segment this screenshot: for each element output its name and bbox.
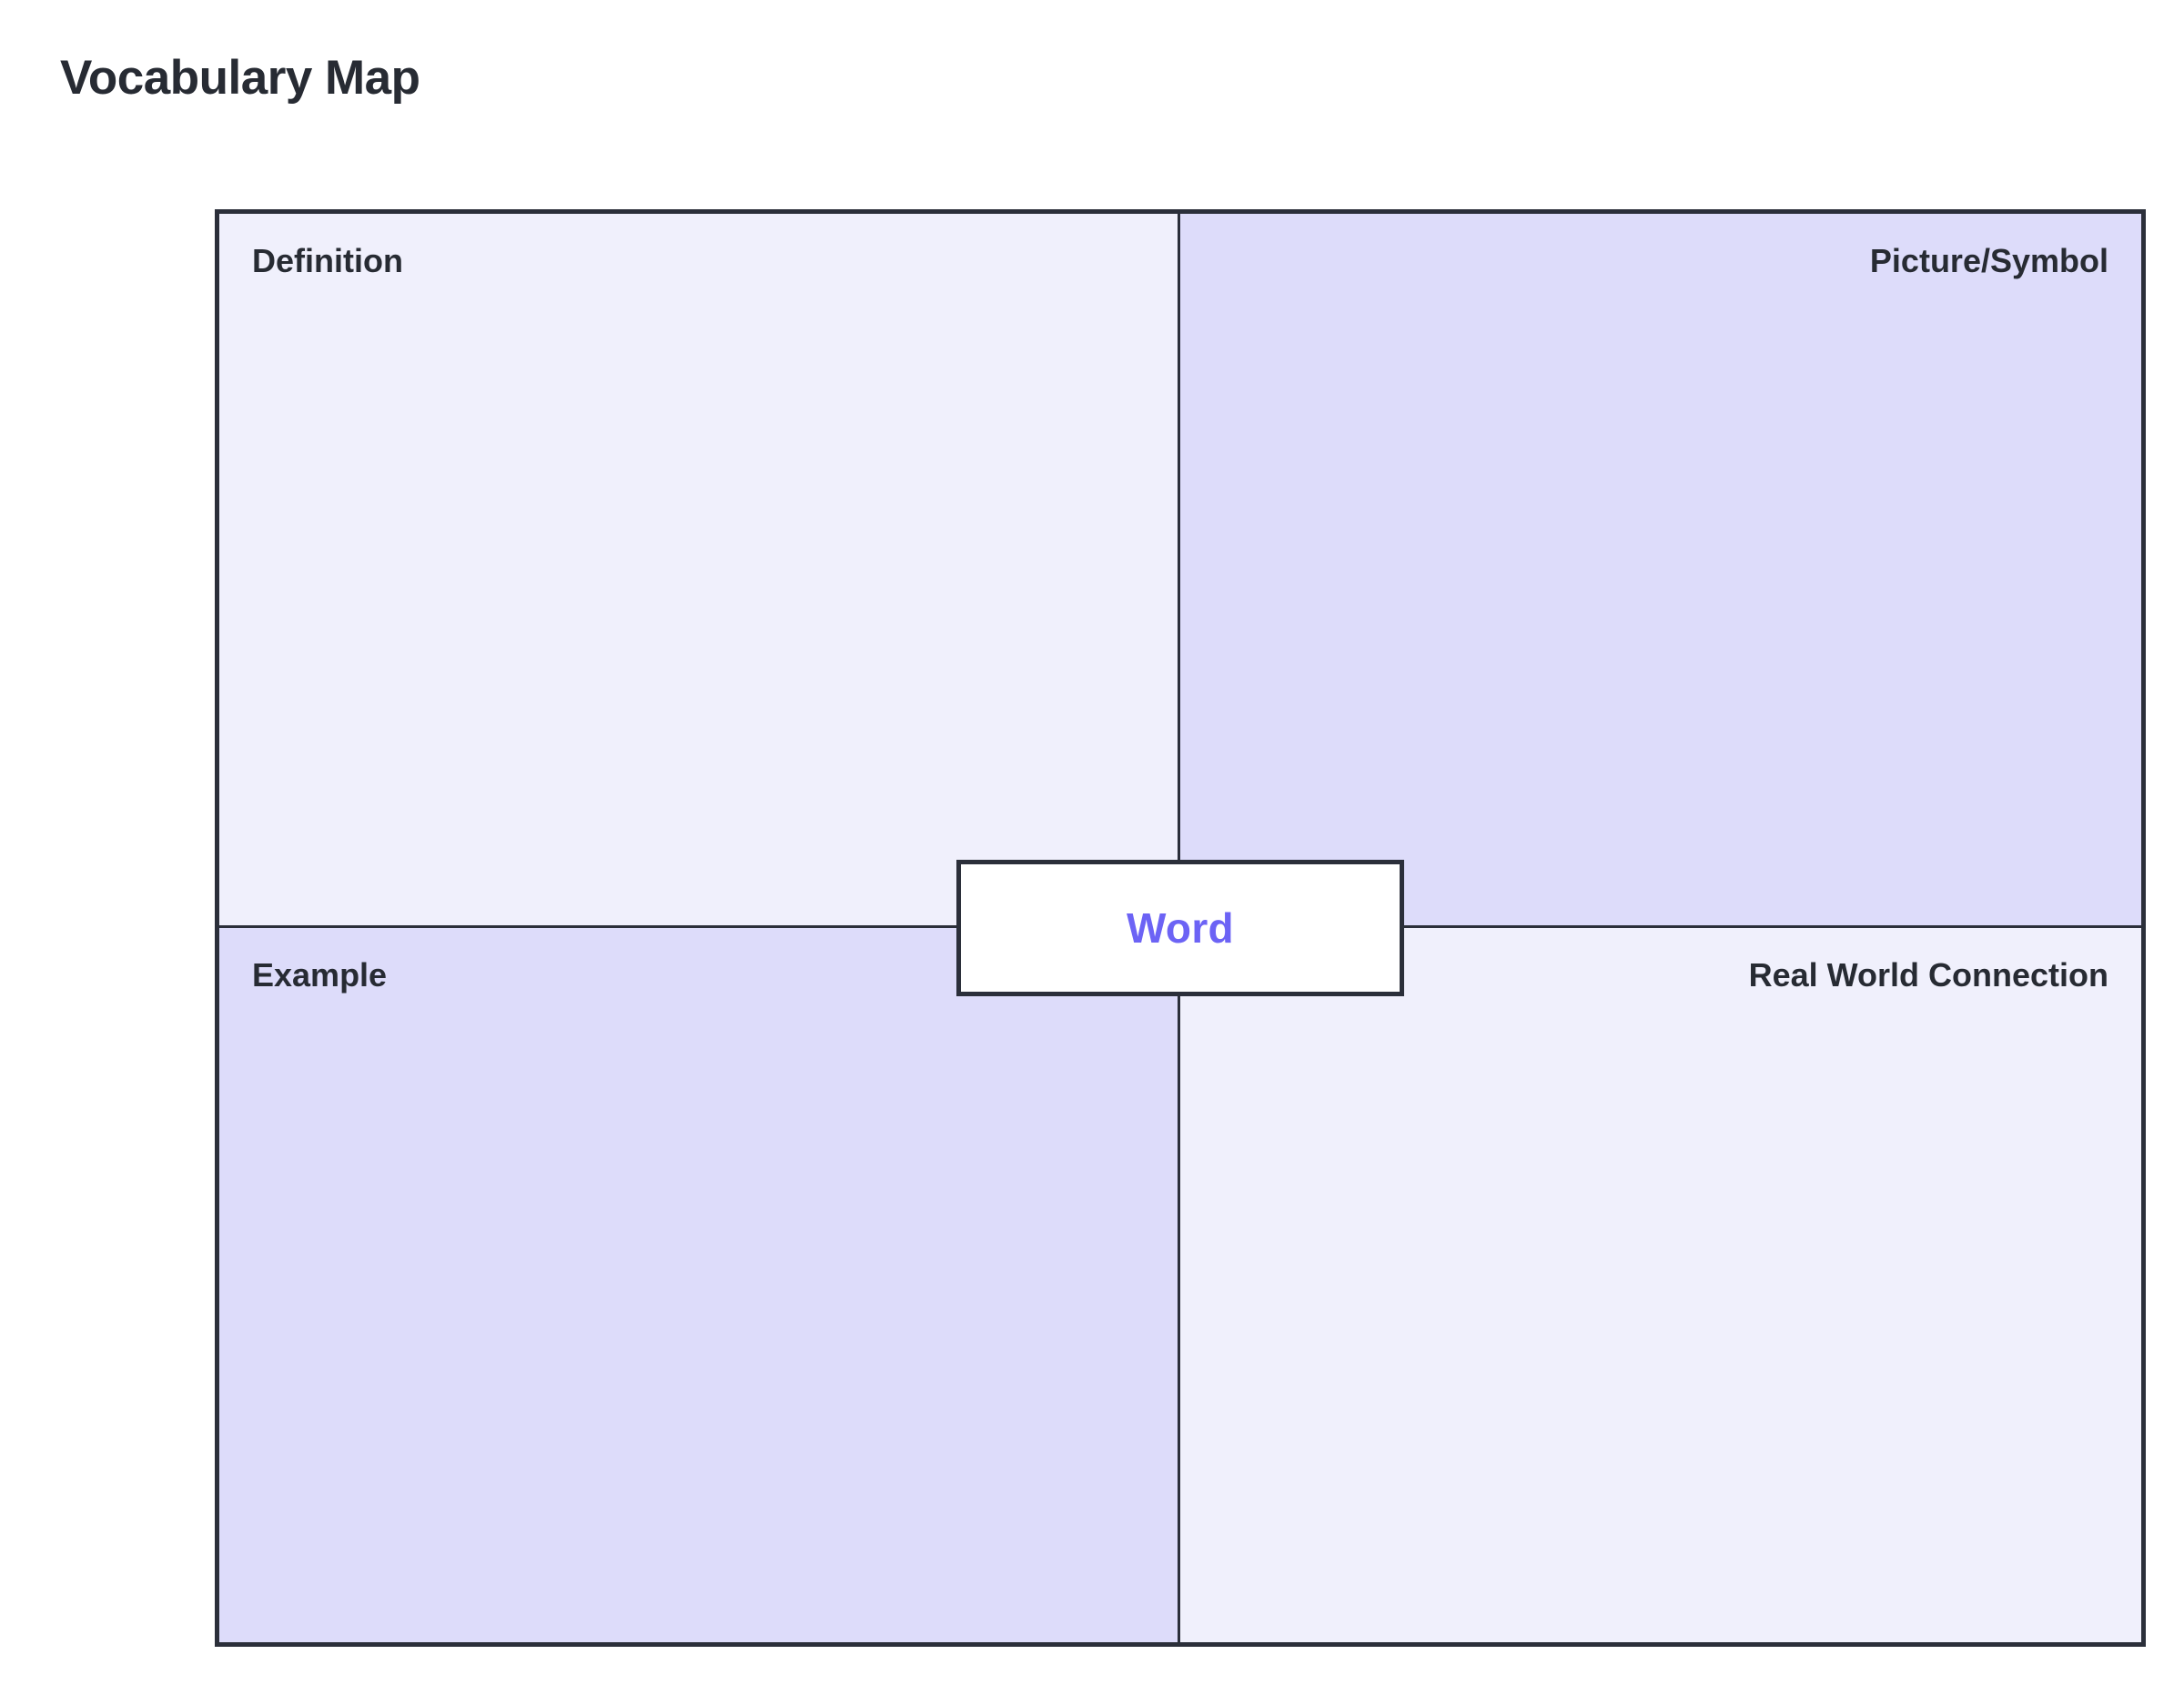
quadrant-example[interactable]: Example xyxy=(219,928,1180,1642)
page-title: Vocabulary Map xyxy=(60,51,420,105)
quadrant-label-definition: Definition xyxy=(252,242,403,279)
center-word-box[interactable]: Word xyxy=(956,860,1404,996)
quadrant-label-example: Example xyxy=(252,956,388,994)
quadrant-real-world-connection[interactable]: Real World Connection xyxy=(1180,928,2141,1642)
quadrant-picture-symbol[interactable]: Picture/Symbol xyxy=(1180,214,2141,928)
center-word-label: Word xyxy=(1127,904,1234,952)
quadrant-label-picture-symbol: Picture/Symbol xyxy=(1869,242,2108,279)
quadrant-definition[interactable]: Definition xyxy=(219,214,1180,928)
quadrant-label-real-world-connection: Real World Connection xyxy=(1748,956,2108,994)
vocabulary-map-grid: Definition Picture/Symbol Example Real W… xyxy=(215,209,2146,1647)
